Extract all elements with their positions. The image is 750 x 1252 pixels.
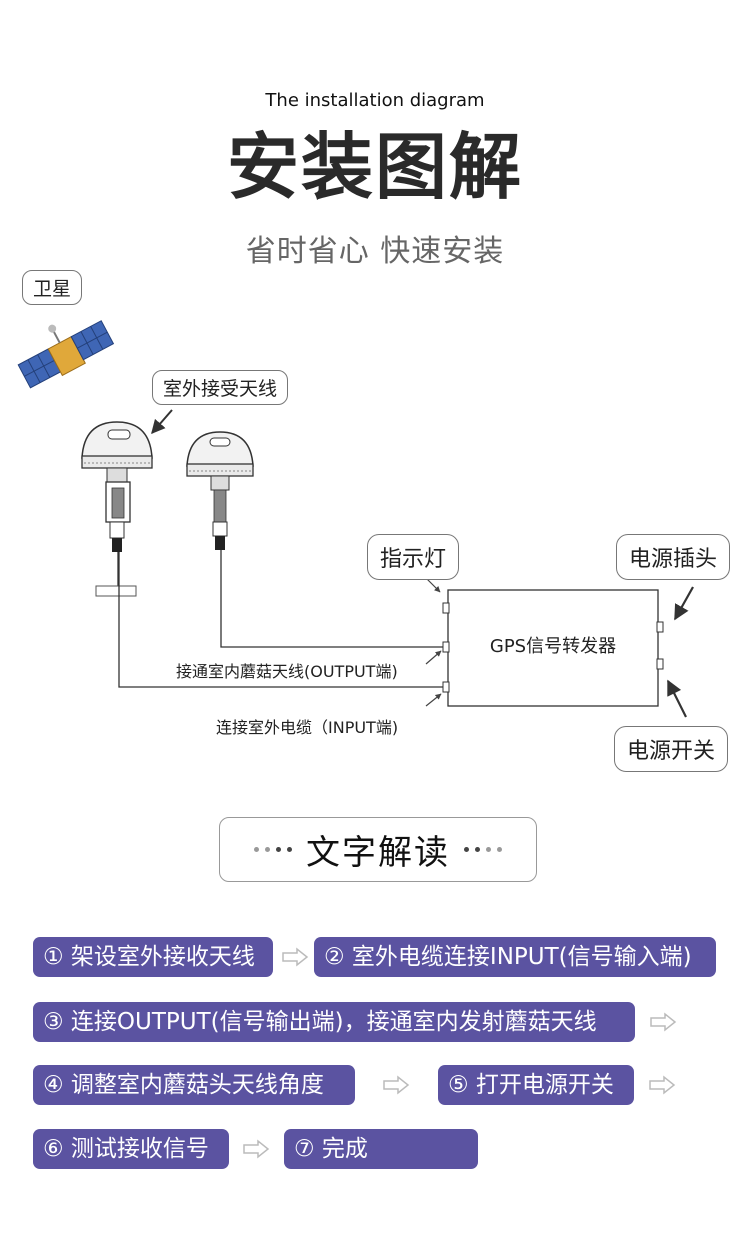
pointer-arrow-icon — [425, 577, 441, 593]
power-plug-label: 电源插头 — [616, 534, 731, 580]
satellite-icon — [17, 320, 115, 389]
right-arrow-icon — [649, 1075, 676, 1095]
step-1: ① 架设室外接收天线 — [33, 937, 273, 977]
section-title-frame: 文字解读 — [219, 817, 537, 882]
right-arrow-icon — [650, 1012, 677, 1032]
satellite-label: 卫星 — [22, 270, 83, 305]
input-label: 连接室外电缆（INPUT端) — [216, 718, 399, 737]
step-4: ④ 调整室内蘑菇头天线角度 — [33, 1065, 355, 1105]
indicator-port — [442, 602, 450, 614]
pointer-arrow-icon — [425, 693, 442, 707]
dots-left-icon — [254, 847, 292, 852]
step-7: ⑦ 完成 — [284, 1129, 478, 1169]
power-plug-port — [656, 621, 664, 633]
right-arrow-icon — [243, 1139, 270, 1159]
power-switch-port — [656, 658, 664, 670]
section-title: 文字解读 — [306, 833, 450, 873]
step-5: ⑤ 打开电源开关 — [438, 1065, 634, 1105]
right-arrow-icon — [383, 1075, 410, 1095]
input-port — [442, 681, 450, 693]
device-label: GPS信号转发器 — [489, 636, 617, 657]
page-title: 安装图解 — [226, 125, 523, 209]
step-2: ② 室外电缆连接INPUT(信号输入端) — [314, 937, 716, 977]
step-3: ③ 连接OUTPUT(信号输出端)，接通室内发射蘑菇天线 — [33, 1002, 635, 1042]
pointer-arrow-icon — [151, 409, 173, 435]
pointer-arrow-icon — [674, 586, 694, 621]
output-label: 接通室内蘑菇天线(OUTPUT端) — [176, 662, 398, 681]
pointer-arrow-icon — [667, 679, 687, 718]
outdoor-antenna-label: 室外接受天线 — [152, 370, 289, 405]
right-arrow-icon — [282, 947, 309, 967]
mushroom-antenna-icon — [186, 431, 254, 550]
power-switch-label: 电源开关 — [614, 726, 729, 772]
step-6: ⑥ 测试接收信号 — [33, 1129, 229, 1169]
pointer-arrow-icon — [425, 650, 442, 665]
subtitle-english: The installation diagram — [265, 90, 485, 111]
indicator-label: 指示灯 — [367, 534, 460, 580]
dots-right-icon — [464, 847, 502, 852]
mushroom-antenna-icon — [81, 421, 153, 597]
tagline: 省时省心 快速安装 — [245, 234, 505, 269]
